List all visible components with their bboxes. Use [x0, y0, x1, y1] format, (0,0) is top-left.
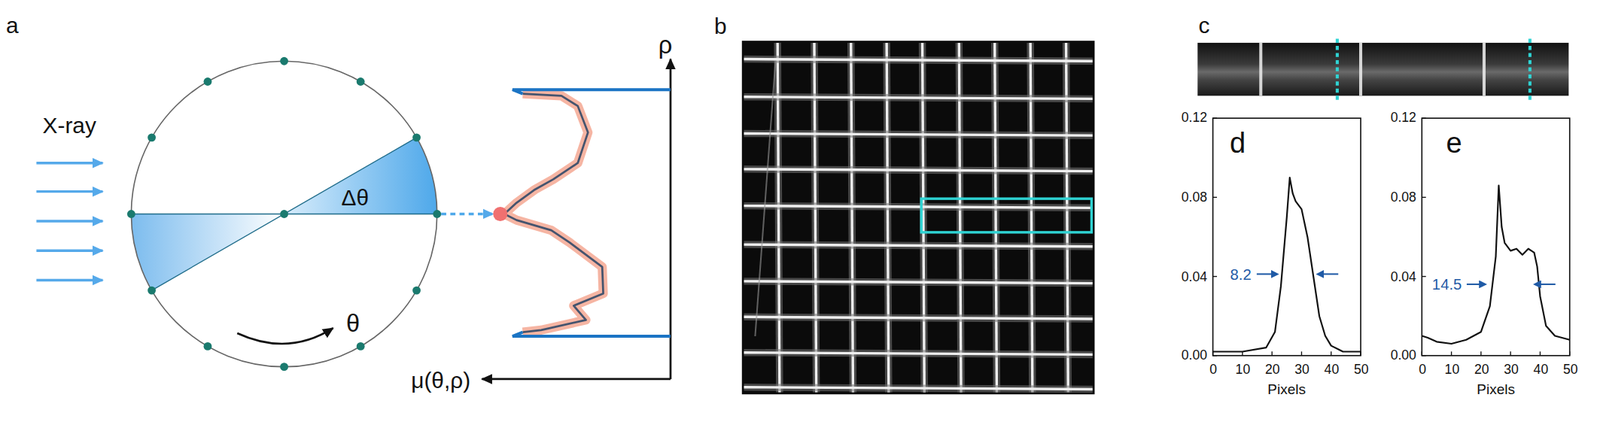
- tick: [1569, 351, 1570, 356]
- beam-label: X-ray: [42, 114, 97, 137]
- sample-circle: [130, 60, 437, 367]
- panel-letter: a: [6, 14, 19, 37]
- sector-right: [284, 137, 438, 215]
- tick-label: 0.04: [1181, 270, 1208, 285]
- tick: [1421, 276, 1426, 277]
- tick: [1213, 117, 1217, 119]
- cut-lines: [1337, 38, 1531, 100]
- angle-dot: [147, 133, 156, 142]
- panel-letter: c: [1198, 14, 1210, 37]
- angle-dot: [356, 77, 366, 86]
- tick-label: 0: [1209, 363, 1217, 378]
- tick: [1480, 351, 1482, 356]
- plot-curve: [1213, 177, 1361, 352]
- width-arrow: [1466, 283, 1485, 286]
- tick: [1271, 351, 1273, 356]
- angle-dot: [147, 286, 156, 296]
- tick-label: 0.04: [1390, 270, 1417, 285]
- panel-letter: e: [1446, 128, 1463, 158]
- angle-dots: [127, 57, 442, 372]
- axis-label: ρ: [658, 32, 673, 58]
- rotation-arrow: [237, 328, 333, 344]
- profile-band: [504, 94, 603, 333]
- tick-label: 0.12: [1390, 112, 1417, 126]
- rho-axis: [669, 59, 673, 380]
- projection-point: [492, 206, 508, 222]
- angle-dot: [203, 77, 213, 86]
- tick: [1421, 197, 1426, 198]
- tick: [1213, 355, 1217, 356]
- tick-label: 0: [1418, 363, 1427, 378]
- edge-spike: [512, 332, 671, 337]
- tick-label: 0.08: [1181, 191, 1208, 205]
- angle-dot: [279, 362, 289, 372]
- strip-lines: [1260, 42, 1485, 96]
- roi-box: [921, 198, 1092, 233]
- axis-label: μ(θ,ρ): [410, 369, 471, 393]
- tick: [1450, 351, 1452, 356]
- tomo-image: [742, 40, 1096, 395]
- angle-dot: [127, 209, 136, 219]
- tick: [1330, 351, 1332, 356]
- width-value: 14.5: [1432, 276, 1462, 293]
- tick: [1539, 351, 1541, 356]
- tick-label: 40: [1324, 363, 1340, 378]
- panel-letter: d: [1229, 128, 1246, 158]
- tick-label: 0.12: [1181, 112, 1208, 126]
- width-arrow: [1256, 273, 1278, 275]
- tick: [1421, 351, 1423, 356]
- profile-plots: [1213, 118, 1570, 356]
- angle-dot: [356, 342, 366, 351]
- plot-curve: [1421, 185, 1570, 345]
- tick-label: 50: [1353, 363, 1369, 378]
- tick-label: 40: [1533, 363, 1549, 378]
- angle-dot: [412, 133, 421, 142]
- strip-image: [1197, 42, 1569, 96]
- tick: [1213, 197, 1217, 198]
- plot-frame: [1213, 118, 1361, 356]
- mesh-grid: [743, 42, 1093, 393]
- xray-arrows: [36, 163, 103, 281]
- tick: [1421, 355, 1426, 356]
- angle-label: Δθ: [341, 186, 369, 210]
- tick: [1509, 351, 1511, 356]
- width-arrow: [1535, 283, 1556, 286]
- diameter: [152, 137, 417, 291]
- tick-label: 10: [1444, 363, 1461, 378]
- angle-dot: [412, 286, 421, 296]
- mu-axis: [481, 378, 671, 381]
- axis-title: Pixels: [1476, 381, 1515, 396]
- plot-frame: [1421, 118, 1570, 356]
- edge-spike: [512, 89, 671, 94]
- tick: [1213, 276, 1217, 277]
- angle-dot: [279, 57, 289, 66]
- tick-label: 50: [1563, 363, 1579, 378]
- tick-label: 10: [1235, 363, 1251, 378]
- tick-label: 20: [1474, 363, 1490, 378]
- sector-left: [130, 213, 284, 291]
- tick-label: 0.08: [1390, 191, 1417, 205]
- width-arrow: [1317, 273, 1339, 275]
- projection-arrow: [441, 212, 493, 216]
- tick-label: 0.00: [1181, 349, 1208, 363]
- panel-letter: b: [714, 15, 727, 38]
- tick-label: 0.00: [1390, 349, 1417, 363]
- tick: [1301, 351, 1302, 356]
- tick-label: 20: [1265, 363, 1281, 378]
- width-value: 8.2: [1230, 267, 1252, 283]
- axis-title: Pixels: [1267, 381, 1306, 396]
- tick-label: 30: [1294, 363, 1310, 378]
- tick: [1421, 117, 1426, 119]
- angle-dot: [432, 209, 442, 219]
- angle-dot: [203, 342, 213, 351]
- tick-label: 30: [1503, 363, 1519, 378]
- center-dot: [279, 209, 289, 219]
- profile-curve: [504, 94, 603, 333]
- angle-label: θ: [346, 311, 360, 337]
